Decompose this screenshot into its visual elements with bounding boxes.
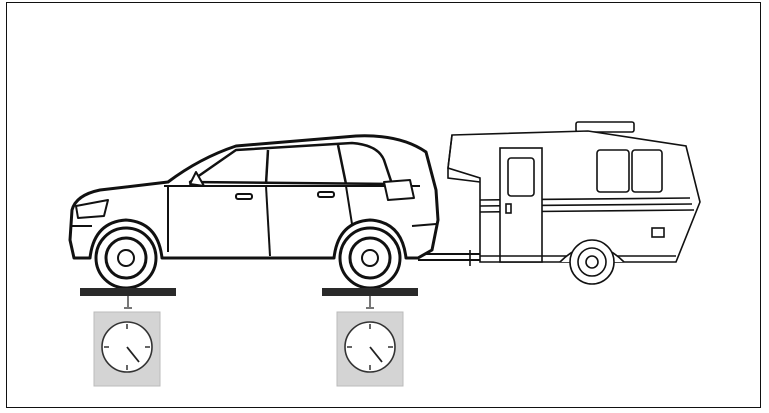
front-axle-scale-icon	[80, 288, 176, 386]
scale-platform	[322, 288, 418, 296]
suv-icon	[70, 136, 438, 288]
travel-trailer-icon	[418, 122, 700, 284]
rear-axle-scale-icon	[322, 288, 418, 386]
scale-platform	[80, 288, 176, 296]
